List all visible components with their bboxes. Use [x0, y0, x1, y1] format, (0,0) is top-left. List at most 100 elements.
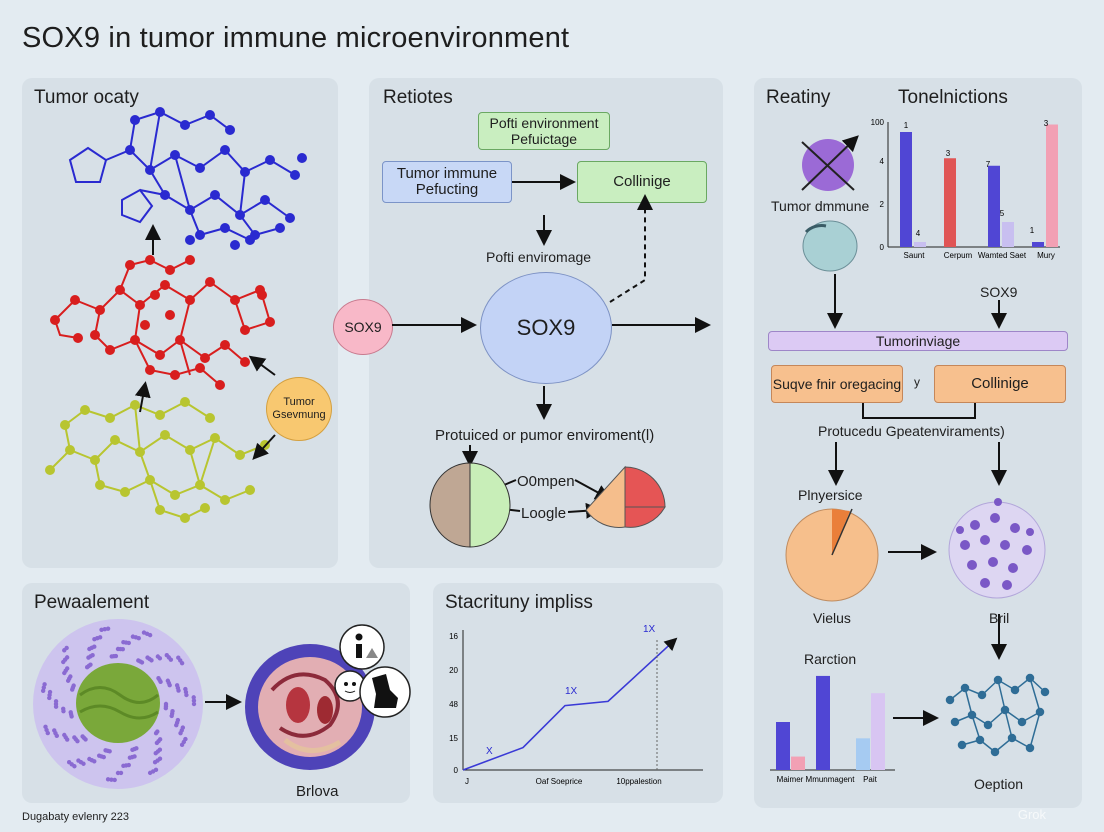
bar	[900, 132, 912, 247]
bar	[871, 693, 885, 770]
environment-box: Pofti environment Pefuictage	[478, 112, 610, 150]
point-label: 1X	[565, 686, 578, 697]
y-separator: y	[914, 375, 920, 389]
sox9-small-node: SOX9	[333, 299, 393, 355]
molecule-cluster	[45, 107, 307, 523]
blue-molecule	[68, 107, 307, 250]
x-tick-label: Mmunmagent	[806, 775, 856, 784]
data-label: 1	[904, 121, 909, 130]
reaction-panel	[754, 78, 1082, 808]
tumor-panel-title: Tumor ocaty	[34, 87, 139, 108]
collinige-box: Collinige	[577, 161, 707, 203]
bar	[816, 675, 830, 770]
bril-label: Bril	[989, 610, 1010, 626]
bar	[914, 242, 926, 247]
pie-label-2: Loogle	[521, 505, 567, 522]
point-label: X	[486, 746, 493, 757]
y-tick-label: 16	[449, 632, 458, 641]
rarction-label: Rarction	[804, 651, 857, 667]
red-molecule	[50, 255, 275, 390]
retiotes-panel-title: Retiotes	[383, 87, 453, 108]
immune-cell-icon	[948, 498, 1046, 599]
retiotes-pie-left	[429, 462, 511, 548]
y-tick-label: 15	[449, 734, 458, 743]
sox9-reaction-label: SOX9	[980, 284, 1018, 300]
footer-text: Dugabaty evlenry 223	[22, 811, 130, 823]
tumor-badge-label: Tumor Gsevmung	[272, 396, 326, 421]
network-molecule-icon	[945, 673, 1050, 757]
vielus-label: Vielus	[813, 610, 851, 626]
info-icon	[339, 624, 385, 670]
bar	[944, 158, 956, 247]
environment-label: Pofti enviromage	[486, 249, 592, 265]
stack-panel-title: Stacrituny impliss	[445, 592, 593, 613]
x-tick-label: Cerpum	[944, 251, 973, 260]
bar	[1002, 222, 1014, 247]
data-label: 3	[1044, 119, 1049, 128]
produced-label: Protuiced or pumor enviroment(l)	[435, 427, 655, 444]
bar	[1046, 124, 1058, 247]
y-tick-label: 100	[871, 118, 885, 127]
crossed-circle-icon	[801, 135, 859, 191]
brlova-label: Brlova	[296, 783, 339, 800]
data-label: 5	[1000, 209, 1005, 218]
cell-sphere-icon	[802, 220, 858, 272]
y-tick-label: 20	[449, 666, 458, 675]
point-label: 1X	[643, 624, 656, 635]
suqve-box: Suqve fnir oregacing	[771, 365, 903, 403]
data-label: 7	[986, 160, 991, 169]
stacrituny-line-chart: 16 20 48 15 0 X 1X 1X J Oaf Soeprice 10ppalestion	[449, 624, 703, 786]
reaction-panel-title: Reatiny	[766, 87, 831, 108]
tumor-immune-label: Tumor dmmune	[771, 198, 870, 214]
collinige-box-right: Collinige	[934, 365, 1066, 403]
line-series	[462, 637, 678, 771]
oeption-label: Oeption	[974, 776, 1024, 792]
x-tick-label: Saunt	[904, 251, 926, 260]
page-title: SOX9 in tumor immune microenvironment	[22, 22, 570, 54]
y-tick-label: 0	[454, 766, 459, 775]
molecule-arrows	[134, 224, 276, 460]
watermark: Grok	[1017, 807, 1046, 822]
physics-label: Plnyersice	[798, 487, 863, 503]
produced-reaction-label: Protucedu Gpeatenviraments)	[818, 423, 1005, 439]
y-tick-label: 4	[880, 157, 885, 166]
reaction-panel-title-2: Tonelnictions	[898, 87, 1008, 108]
tumor-immune-box: Tumor immune Pefucting	[382, 161, 512, 203]
data-label: 3	[946, 149, 951, 158]
sox9-small-label: SOX9	[344, 319, 382, 335]
x-tick-label: Maimer	[777, 775, 804, 784]
tumor-badge: Tumor Gsevmung	[266, 377, 332, 441]
x-tick-label: J	[465, 777, 469, 786]
pie-wedge-icon	[785, 508, 879, 602]
sox9-main-node: SOX9	[480, 272, 612, 384]
data-label: 1	[1030, 226, 1035, 235]
retiotes-pie-right	[585, 465, 666, 528]
x-tick-label: 10ppalestion	[616, 777, 661, 786]
stack-panel	[433, 583, 723, 803]
pie-label-1: O0mpen	[517, 473, 575, 490]
x-tick-label: Wamted Saet	[978, 251, 1027, 260]
y-tick-label: 48	[449, 700, 458, 709]
pewaalement-panel-title: Pewaalement	[34, 592, 150, 613]
y-tick-label: 0	[880, 243, 885, 252]
yellow-molecule	[45, 397, 270, 523]
tumor-panel	[22, 78, 338, 568]
x-tick-label: Mury	[1037, 251, 1055, 260]
sox9-main-label: SOX9	[516, 315, 576, 340]
boot-icon	[359, 666, 411, 718]
data-label: 4	[916, 229, 921, 238]
bar	[776, 722, 790, 770]
x-tick-label: Oaf Soeprice	[536, 777, 583, 786]
tumorinviage-bar: Tumorinviage	[768, 331, 1068, 351]
cell-nucleus-icon	[33, 619, 203, 789]
y-tick-label: 2	[880, 200, 885, 209]
bar	[1032, 242, 1044, 247]
bar	[791, 756, 805, 770]
bar	[856, 738, 870, 770]
bar	[988, 165, 1000, 247]
